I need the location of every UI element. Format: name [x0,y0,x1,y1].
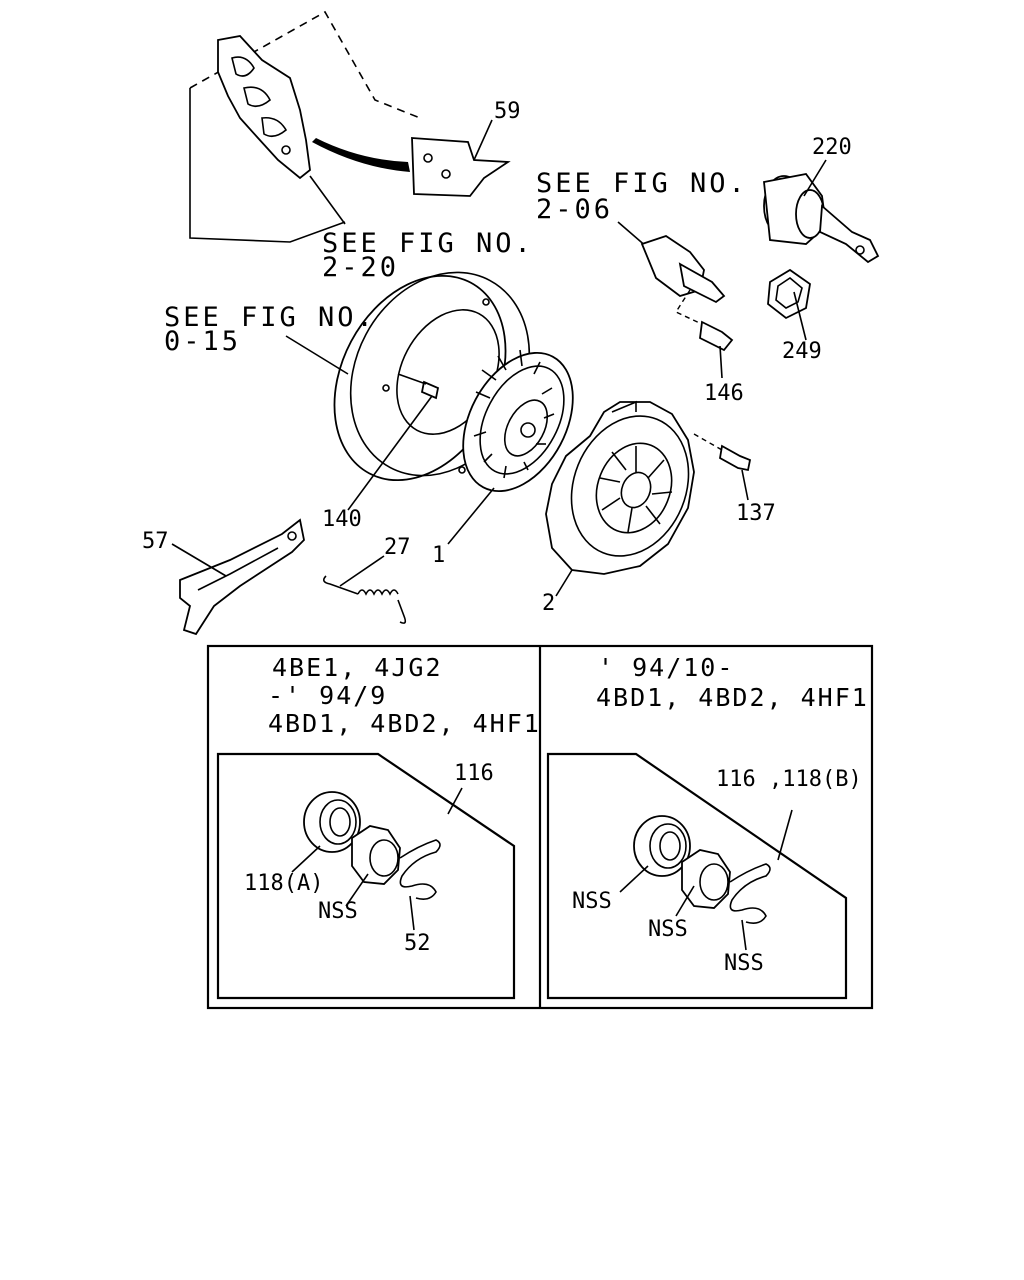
callout-220: 220 [812,135,852,160]
left-variant-line1: 4BE1, 4JG2 [272,653,443,682]
ref-2-06-line1: SEE FIG NO. [536,168,748,199]
callout-27: 27 [384,535,411,560]
slave-cylinder-drawing [617,221,734,379]
left-kit-label: 116 [454,761,494,786]
left-part-118a: 118(A) [244,871,323,896]
ref-2-20-line2: 2-20 [322,252,399,283]
left-part-nss: NSS [318,899,358,924]
right-kit-label: 116 ,118(B) [716,767,862,792]
left-variant-line3: 4BD1, 4BD2, 4HF1 [268,709,541,738]
right-part-nss-b: NSS [648,917,688,942]
ref-2-20-line1: SEE FIG NO. [322,228,534,259]
right-part-nss-a: NSS [572,889,612,914]
variant-panel [206,644,874,1010]
mounting-bracket-drawing [189,10,511,243]
ref-0-15-line2: 0-15 [164,326,241,357]
callout-57: 57 [142,529,169,554]
right-part-nss-c: NSS [724,951,764,976]
clutch-disc-drawing [447,349,574,545]
pressure-plate-drawing [545,400,752,597]
right-bearing-kit-drawing [619,809,793,951]
ref-0-15-line1: SEE FIG NO. [164,302,376,333]
ref-2-06-line2: 2-06 [536,194,613,225]
callout-140: 140 [322,507,362,532]
callout-137: 137 [736,501,776,526]
release-fork-drawing [171,518,305,636]
callout-2: 2 [542,591,555,616]
left-part-52: 52 [404,931,431,956]
right-variant-line1: ' 94/10- [598,653,734,682]
callout-59: 59 [494,99,521,124]
callout-249: 249 [782,339,822,364]
callout-146: 146 [704,381,744,406]
left-variant-line2: -' 94/9 [268,681,387,710]
callout-1: 1 [432,543,445,568]
return-spring-drawing [322,555,407,624]
clutch-servo-drawing [763,159,880,341]
right-variant-line2: 4BD1, 4BD2, 4HF1 [596,683,869,712]
left-bearing-kit-drawing [291,787,463,931]
